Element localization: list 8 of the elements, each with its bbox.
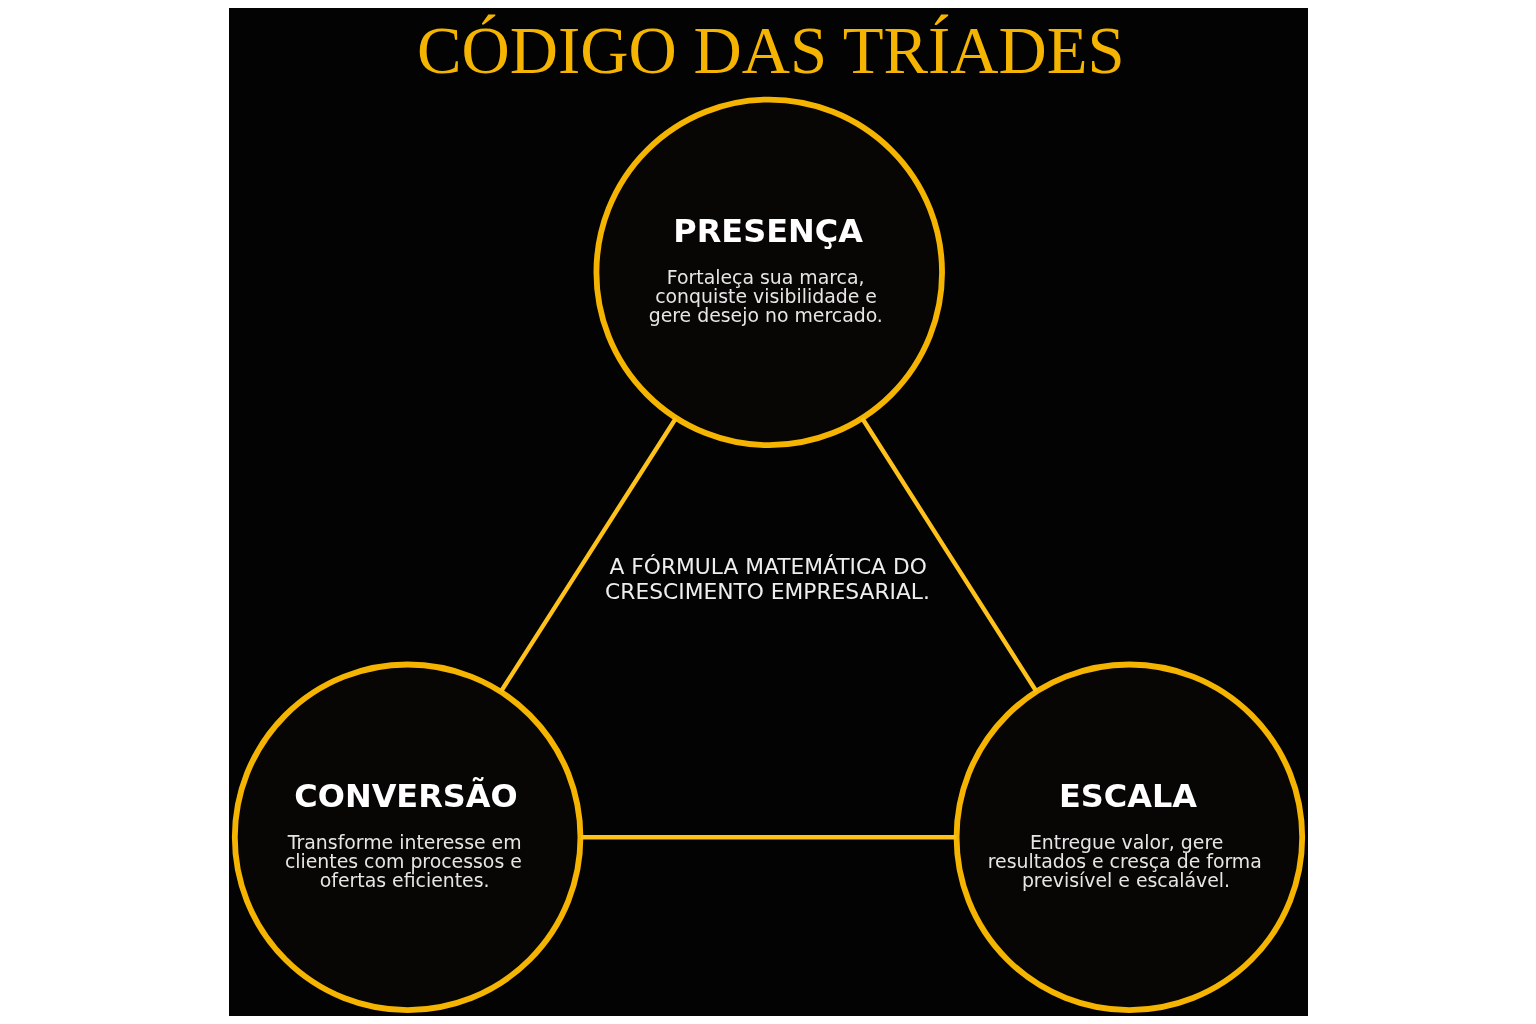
- diagram-title: CÓDIGO DAS TRÍADES: [416, 13, 1125, 88]
- connector: [580, 835, 956, 840]
- connector: [498, 417, 678, 693]
- node-circle: ESCALA Entregue valor, gere resultados e cresça de forma previsível e escalável.: [953, 661, 1305, 1013]
- connector: [859, 417, 1038, 693]
- node-circle: CONVERSÃO Transforme interesse em clientes com processos e ofertas eficientes.: [231, 661, 583, 1013]
- label: A FÓRMULA MATEMÁTICA DO CRESCIMENTO EMPRESARIAL.: [604, 554, 930, 605]
- node-circle: PRESENÇA Fortaleça sua marca, conquiste visibilidade e gere desejo no mercado.: [593, 96, 945, 449]
